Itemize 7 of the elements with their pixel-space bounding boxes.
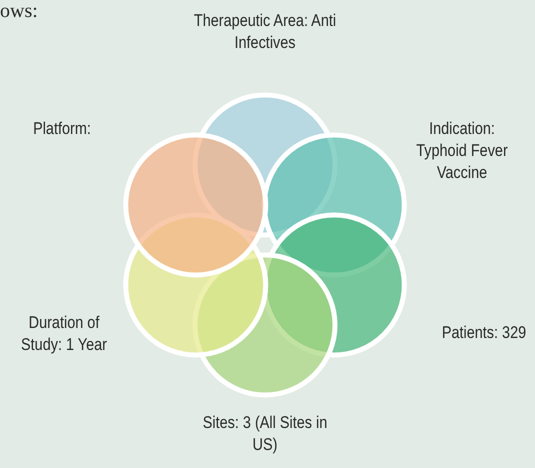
category-label: Patients: 329 bbox=[440, 322, 528, 344]
category-label: Sites: 3 (All Sites in US) bbox=[202, 412, 328, 456]
category-label: Duration of Study: 1 Year bbox=[20, 312, 108, 356]
category-label: Platform: bbox=[32, 118, 92, 140]
category-label: Therapeutic Area: Anti Infectives bbox=[192, 10, 338, 54]
category-label: Indication: Typhoid Fever Vaccine bbox=[415, 118, 509, 184]
partial-heading: ows: bbox=[0, 0, 39, 24]
